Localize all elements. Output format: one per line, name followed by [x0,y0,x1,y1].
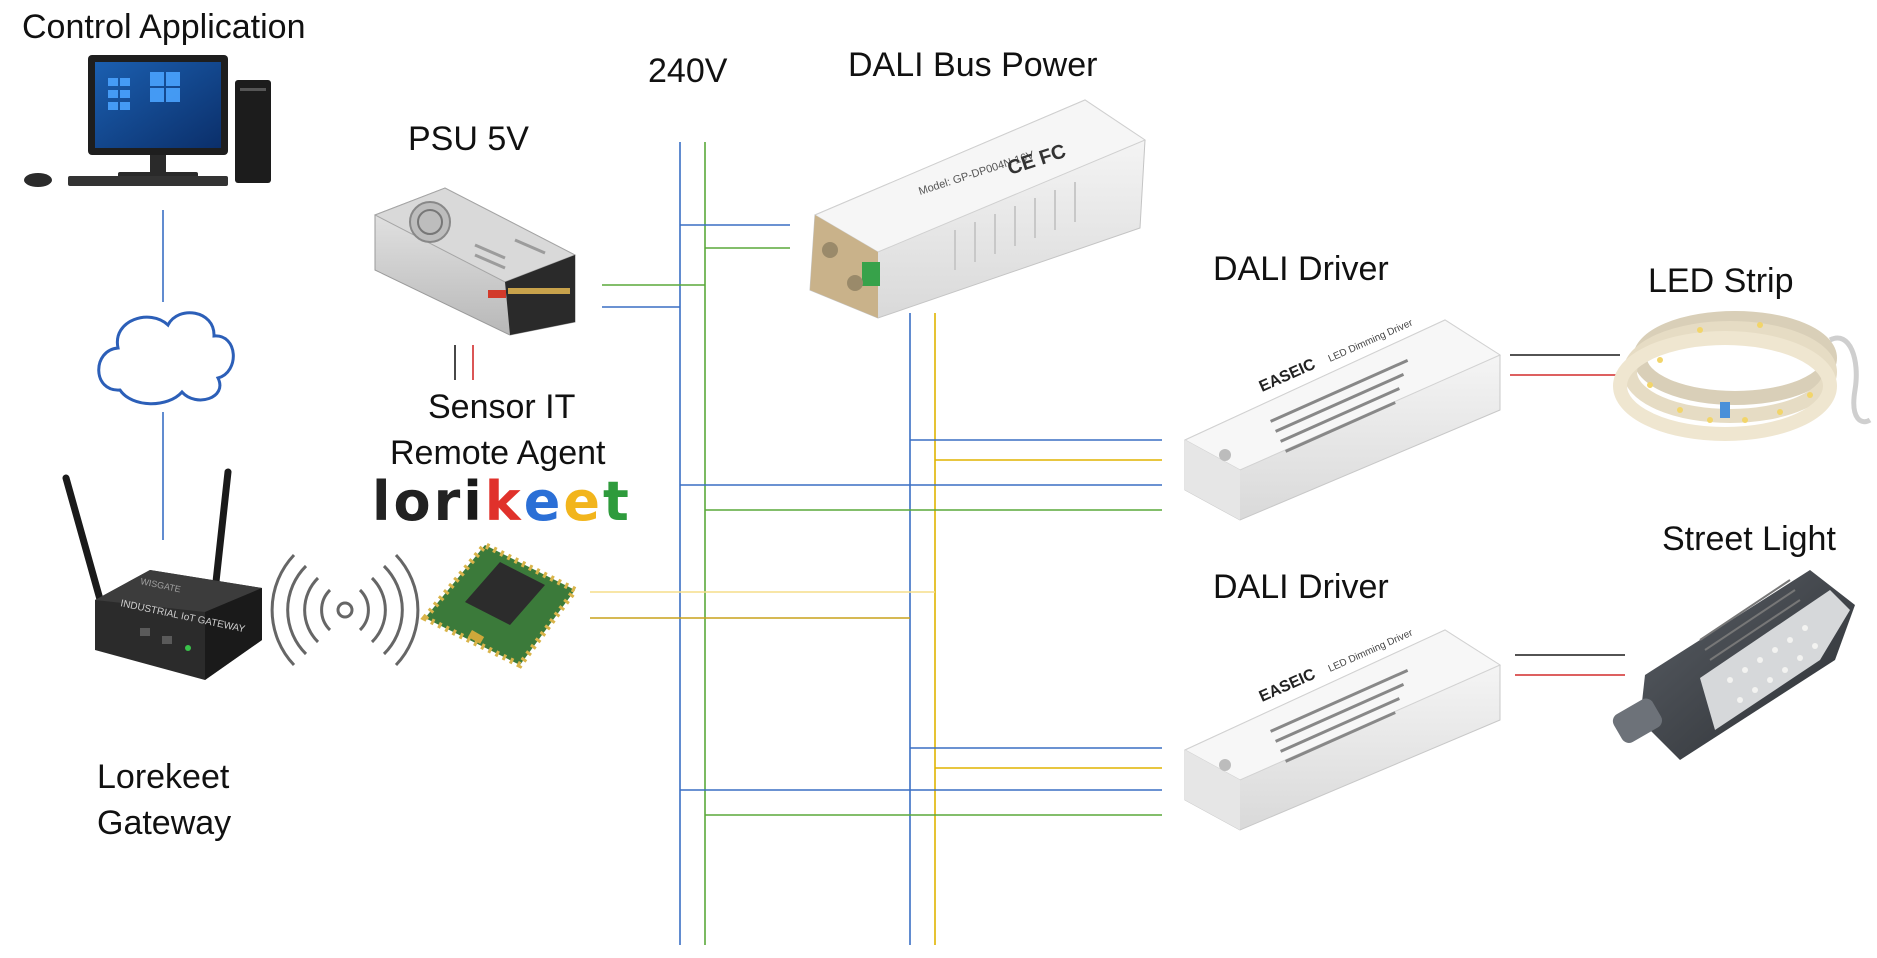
logo-letter: i [463,470,485,533]
lorikeet-logo: lorikeet [372,470,632,533]
dali-bus-power-label: DALI Bus Power [848,46,1098,84]
sensor-it-label-line2: Remote Agent [390,434,606,472]
dali-driver-1-icon: EASEIC LED Dimming Driver [1183,317,1502,521]
psu-device-icon [373,187,577,336]
psu-label: PSU 5V [408,120,529,158]
sensor-module-icon [420,541,580,669]
street-light-icon [1612,570,1855,760]
dali-driver-1-label: DALI Driver [1213,250,1389,288]
gateway-label-line2: Gateway [97,804,232,842]
computer-icon [24,55,271,187]
logo-letter: t [602,470,632,533]
logo-letter: o [393,470,434,533]
voltage-240v-label: 240V [648,52,728,90]
dali-driver-2-icon: EASEIC LED Dimming Driver [1183,627,1502,831]
dali-driver-2-label: DALI Driver [1213,568,1389,606]
gateway-device-icon: INDUSTRIAL IoT GATEWAY WISGATE [62,468,262,680]
street-light-label: Street Light [1662,520,1836,558]
wires [162,142,1625,945]
logo-letter: e [563,470,603,533]
wireless-signal-icon [270,553,420,667]
dali-bus-power-icon: Model: GP-DP004N-16V CE FC [809,99,1147,319]
logo-letter: r [433,470,464,533]
logo-letter: k [484,470,524,533]
logo-letter: l [372,470,394,533]
led-strip-icon [1613,311,1872,441]
gateway-label-line1: Lorekeet [97,758,230,796]
sensor-it-label-line1: Sensor IT [428,388,576,426]
control-application-label: Control Application [22,8,306,46]
led-strip-label: LED Strip [1648,262,1794,300]
logo-letter: e [523,470,564,533]
cloud-icon [97,311,235,406]
